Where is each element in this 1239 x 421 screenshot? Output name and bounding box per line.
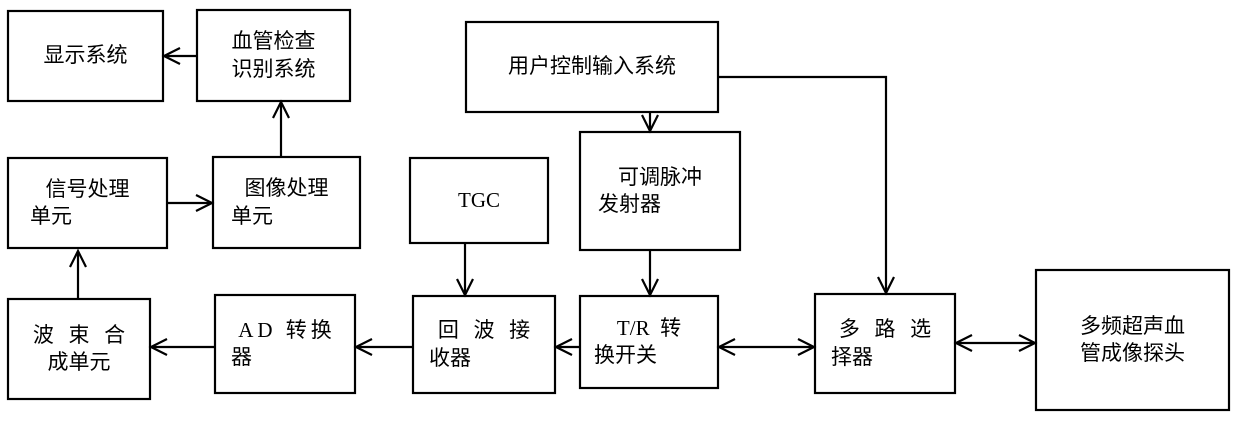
node-box-echo-receiver[interactable] (411, 294, 557, 395)
node-box-beamforming-unit[interactable] (6, 297, 152, 401)
node-box-image-processing-unit[interactable] (211, 155, 362, 250)
node-box-tgc[interactable] (408, 156, 550, 245)
connector-vessel-exam-to-display (161, 47, 197, 65)
connector-tr-switch-to-multiplexer (716, 338, 817, 356)
node-box-user-control-input-system[interactable] (464, 20, 720, 114)
node-box-multifrequency-ultrasound-vascular-imaging-probe[interactable] (1034, 268, 1231, 412)
node-box-vessel-exam-recognition-system[interactable] (195, 8, 352, 103)
connector-user-control-to-pulse-transmitter (641, 112, 659, 134)
node-box-ad-converter[interactable] (213, 293, 357, 395)
connector-tr-switch-to-echo-receiver (553, 338, 580, 356)
node-box-display-system[interactable] (6, 9, 165, 103)
connector-multiplexer-to-probe (953, 334, 1038, 352)
node-box-signal-processing-unit[interactable] (6, 156, 169, 250)
connector-tgc-to-echo-receiver (456, 243, 474, 298)
connector-user-control-to-multiplexer (718, 75, 895, 296)
node-box-adjustable-pulse-transmitter[interactable] (578, 130, 742, 252)
connector-beamforming-to-signal-proc (69, 248, 87, 299)
node-box-tr-switch[interactable] (578, 294, 720, 390)
connector-ad-converter-to-beamforming (148, 338, 215, 356)
connector-echo-receiver-to-ad-converter (353, 338, 413, 356)
connector-pulse-transmitter-to-tr-switch (641, 250, 659, 298)
connector-signal-proc-to-image-proc (167, 194, 215, 212)
node-box-multiplexer[interactable] (813, 292, 957, 395)
connector-image-proc-to-vessel-exam (272, 99, 290, 157)
